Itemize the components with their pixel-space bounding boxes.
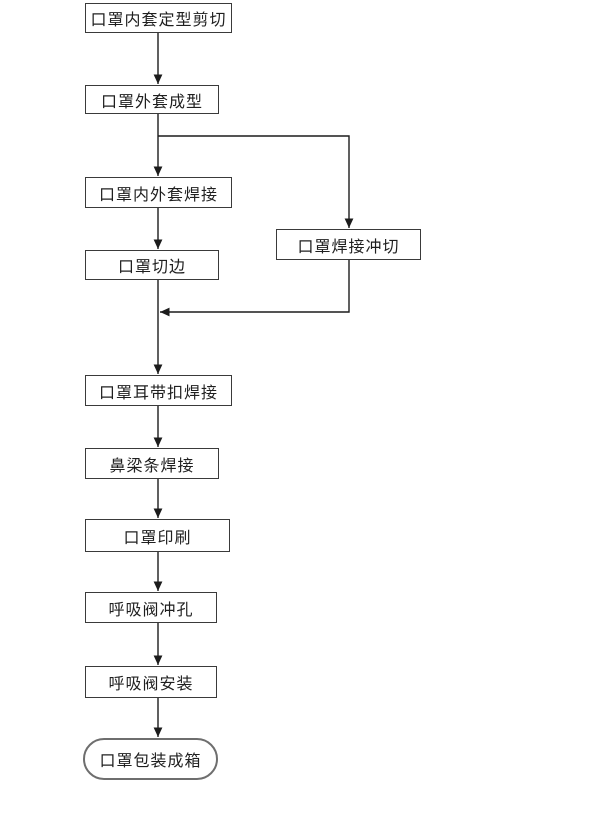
flow-node-inner-outer-welding: 口罩内外套焊接 — [85, 177, 232, 208]
flow-node-ear-strap-buckle-welding: 口罩耳带扣焊接 — [85, 375, 232, 406]
flow-node-valve-installation: 呼吸阀安装 — [85, 666, 217, 698]
edge-welding-punch-cut-to-merge — [160, 260, 350, 317]
flow-node-nose-bridge-welding: 鼻梁条焊接 — [85, 448, 219, 479]
edge-outer-forming-to-welding-punch-cut — [158, 135, 354, 228]
flow-node-welding-punch-cut: 口罩焊接冲切 — [276, 229, 421, 260]
flow-node-edge-cutting: 口罩切边 — [85, 250, 219, 280]
flow-node-outer-forming: 口罩外套成型 — [85, 85, 219, 114]
flow-node-valve-punching: 呼吸阀冲孔 — [85, 592, 217, 623]
flow-node-packing-boxing: 口罩包装成箱 — [83, 738, 218, 780]
flow-node-mask-printing: 口罩印刷 — [85, 519, 230, 552]
flow-node-inner-shaping-cut: 口罩内套定型剪切 — [85, 3, 232, 33]
